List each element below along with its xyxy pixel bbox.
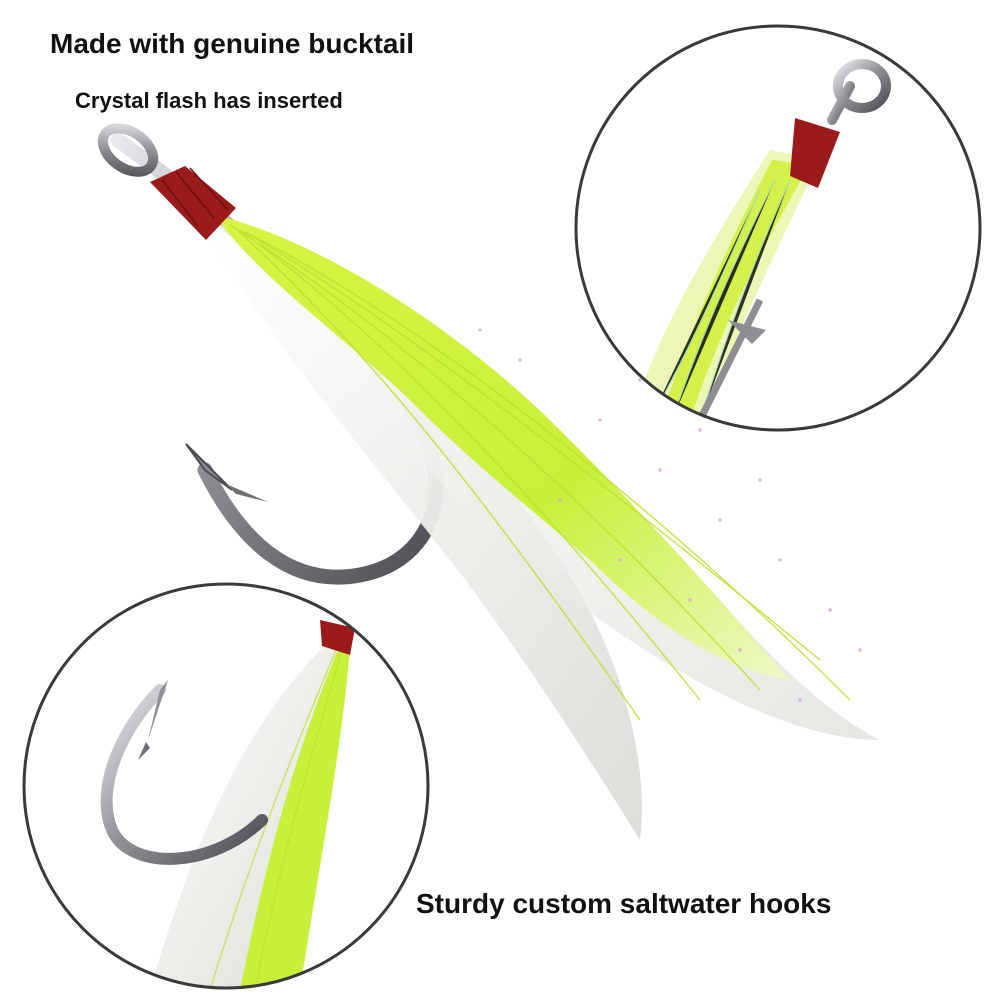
caption-flash: Crystal flash has inserted [75,88,343,113]
detail-circle-bottom-left [22,582,430,990]
main-hook-point [185,443,233,491]
main-thread-wrap [150,166,236,240]
main-hook-barb [226,484,268,502]
caption-hooks: Sturdy custom saltwater hooks [416,888,832,919]
detail-circle-top-right [574,24,982,432]
main-bucktail [150,166,880,840]
main-hook-eye [97,123,159,177]
caption-bucktail: Made with genuine bucktail [50,28,415,59]
